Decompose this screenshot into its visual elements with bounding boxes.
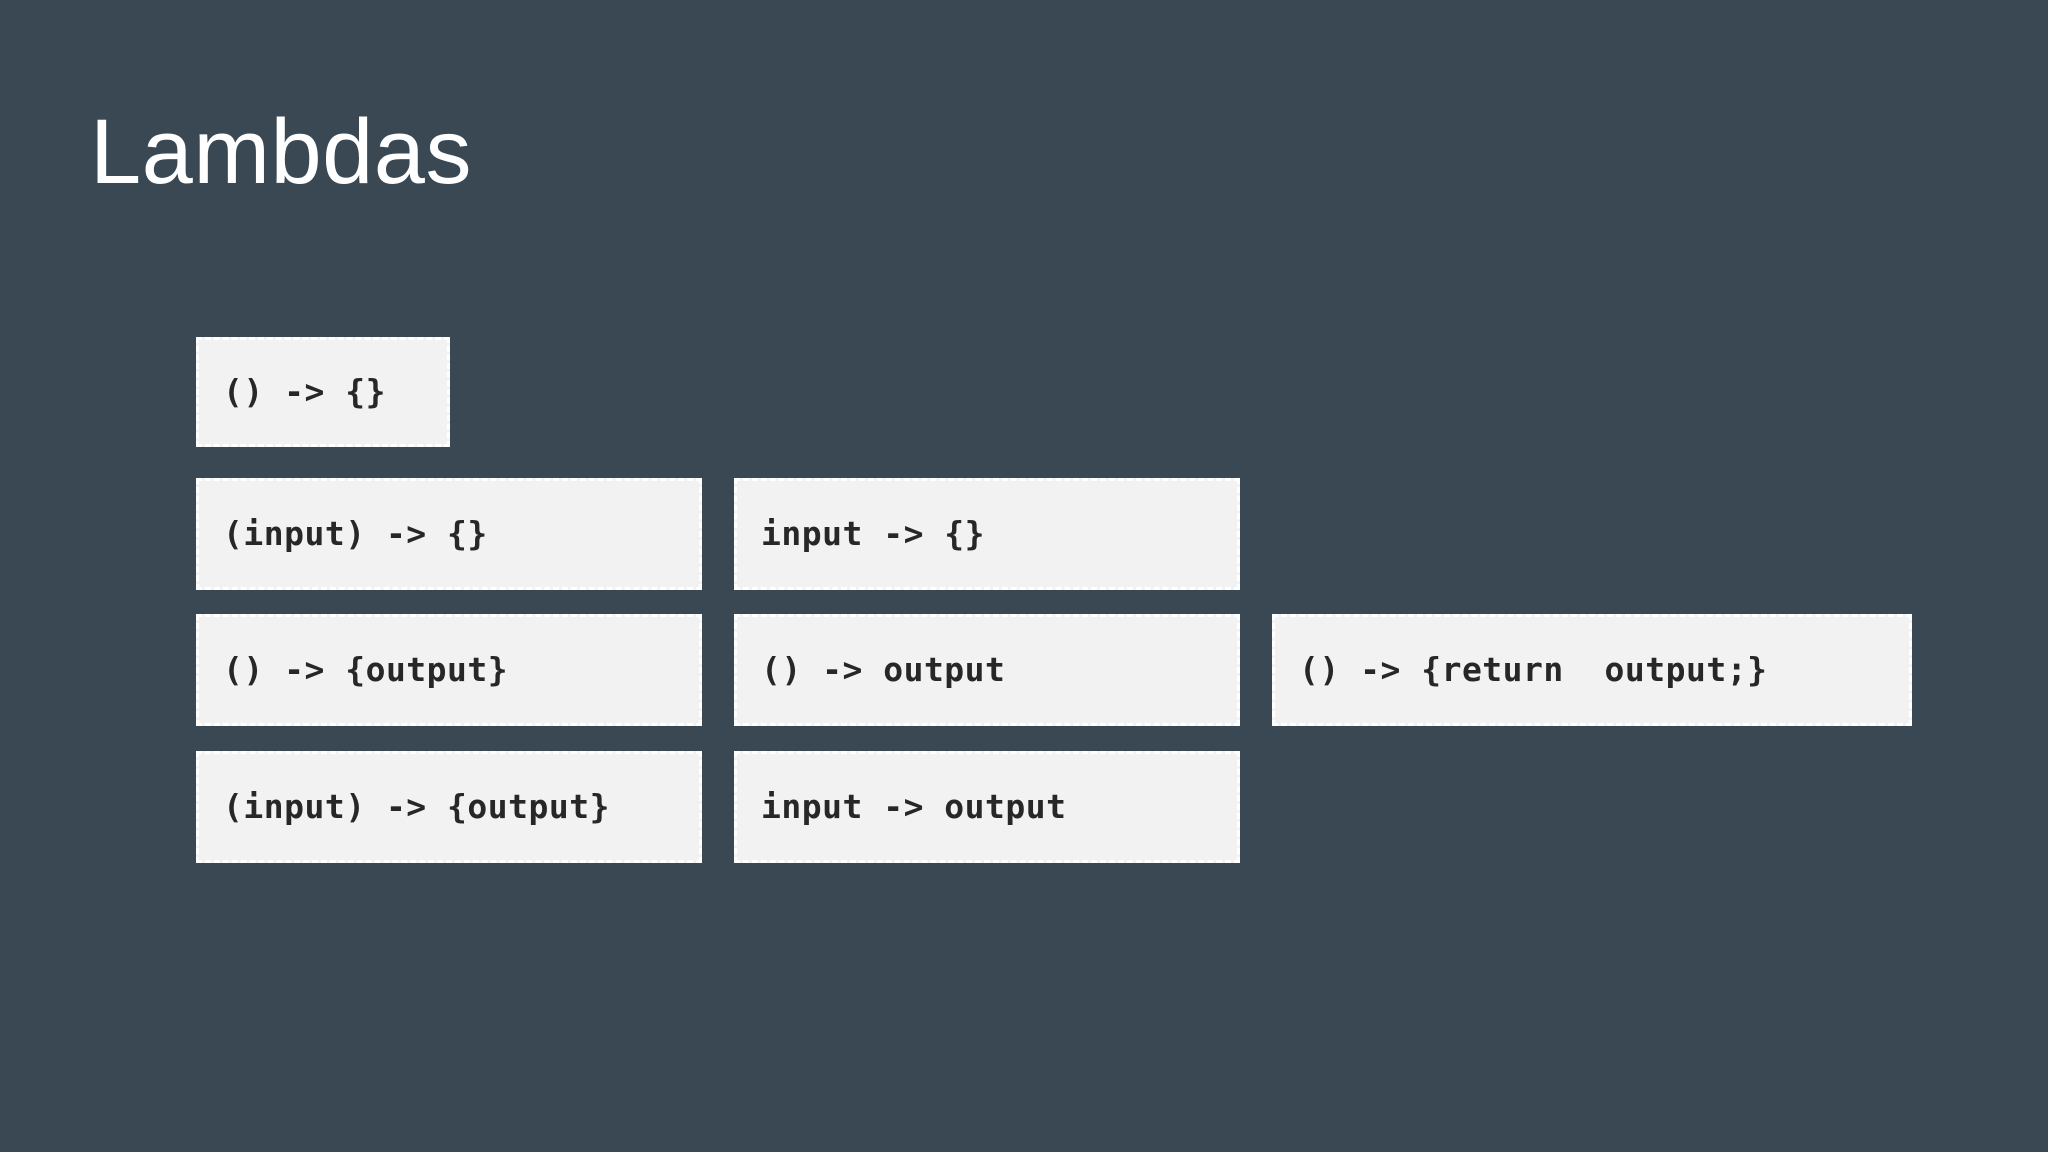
grid-row: (input) -> {output} input -> output: [196, 751, 1916, 863]
code-snippet: () -> {}: [223, 372, 386, 412]
lambda-syntax-grid: () -> {} (input) -> {} input -> {} () ->…: [196, 337, 1916, 863]
code-box: (input) -> {}: [196, 478, 702, 590]
grid-row: (input) -> {} input -> {}: [196, 478, 1916, 590]
code-box: () -> {}: [196, 337, 450, 447]
code-box: input -> output: [734, 751, 1240, 863]
code-box: input -> {}: [734, 478, 1240, 590]
code-box: () -> {return output;}: [1272, 614, 1912, 726]
code-snippet: () -> {output}: [223, 650, 509, 690]
page-title: Lambdas: [90, 101, 472, 203]
grid-row: () -> {}: [196, 337, 1916, 447]
code-snippet: () -> output: [761, 650, 1006, 690]
code-snippet: () -> {return output;}: [1299, 650, 1768, 690]
code-snippet: input -> output: [761, 787, 1067, 827]
code-box: () -> {output}: [196, 614, 702, 726]
code-snippet: (input) -> {output}: [223, 787, 610, 827]
grid-row: () -> {output} () -> output () -> {retur…: [196, 614, 1916, 726]
code-box: () -> output: [734, 614, 1240, 726]
code-snippet: input -> {}: [761, 514, 986, 554]
code-box: (input) -> {output}: [196, 751, 702, 863]
code-snippet: (input) -> {}: [223, 514, 488, 554]
